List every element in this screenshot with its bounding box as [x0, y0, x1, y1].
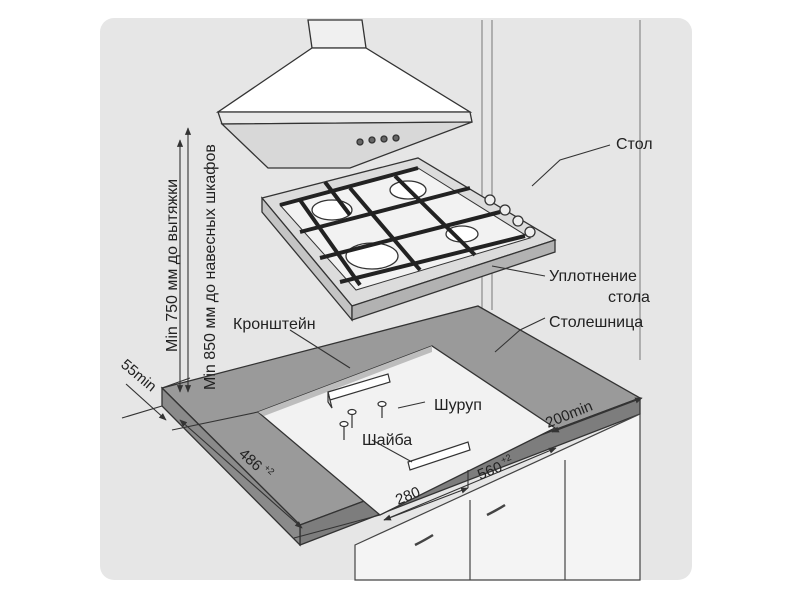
label-hood-clearance: Min 750 мм до вытяжки [164, 179, 181, 352]
back-gap-dimension [551, 397, 643, 433]
leader-lines [289, 144, 611, 463]
label-seal-line2: стола [608, 289, 650, 306]
screw-parts [339, 400, 387, 440]
label-seal-line1: Уплотнение [549, 268, 637, 285]
gas-cooktop [260, 157, 557, 322]
clearance-dimension-lines [176, 127, 192, 393]
cooktop-grates [279, 166, 526, 287]
label-bracket: Кронштейн [233, 316, 316, 333]
label-countertop: Столешница [549, 314, 643, 331]
bracket-part [327, 373, 391, 409]
cutout-inner-wall [258, 346, 432, 416]
label-screw: Шуруп [434, 397, 482, 414]
label-washer: Шайба [362, 432, 412, 449]
depth-dimension [171, 411, 381, 539]
label-cabinet-clearance: Min 850 мм до навесных шкафов [202, 144, 219, 390]
range-hood [215, 19, 473, 169]
dim-width-tolerance: +2 [499, 452, 512, 465]
washer-bracket-part [407, 441, 471, 471]
label-table: Стол [616, 136, 653, 153]
side-gap-dimension [121, 377, 191, 421]
width-dimension [383, 447, 557, 521]
base-cabinet [354, 413, 641, 581]
